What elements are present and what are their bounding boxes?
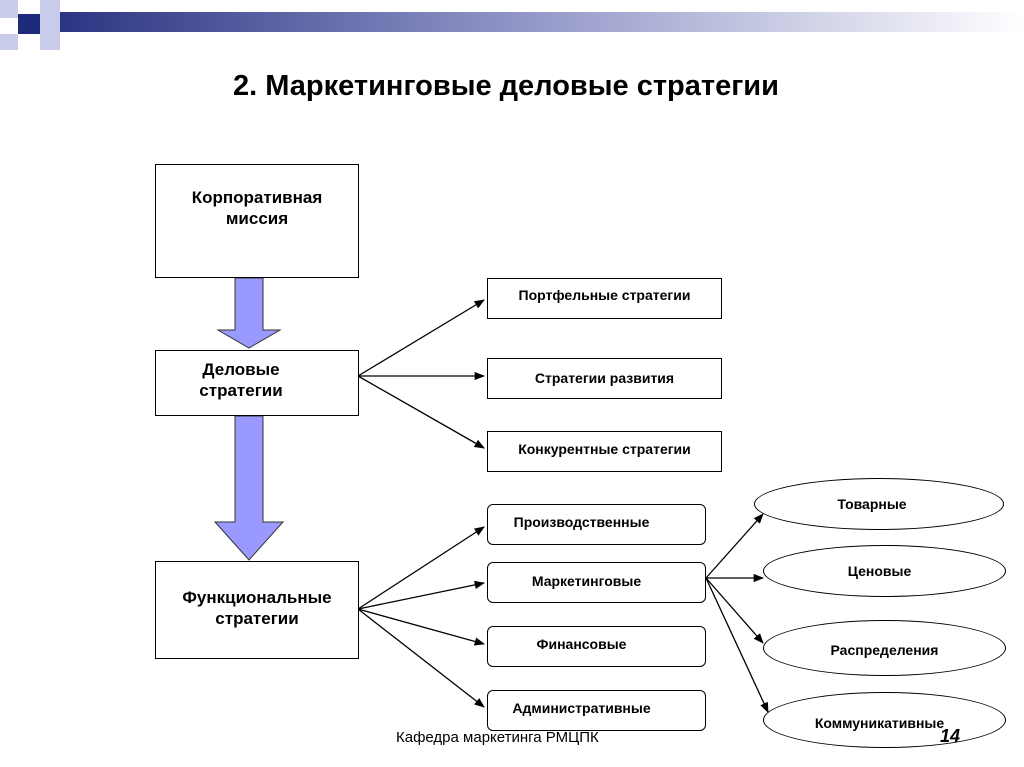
production-box: Производственные bbox=[487, 504, 706, 545]
financial-box: Финансовые bbox=[487, 626, 706, 667]
arrow-to-production bbox=[357, 526, 485, 610]
page-number: 14 bbox=[940, 726, 961, 746]
marketing-box: Маркетинговые bbox=[487, 562, 706, 603]
footer-text: Кафедра маркетинга РМЦПК bbox=[396, 729, 599, 746]
communication-ellipse: Коммуникативные bbox=[763, 692, 1006, 748]
development-strategies-box: Стратегии развития bbox=[487, 358, 722, 399]
arrow-to-portfolio bbox=[357, 299, 485, 377]
administrative-box: Административные bbox=[487, 690, 706, 731]
block-arrow-mission-to-business bbox=[216, 277, 282, 349]
price-ellipse: Ценовые bbox=[763, 545, 1006, 597]
arrow-to-product bbox=[705, 513, 764, 579]
distribution-ellipse: Распределения bbox=[763, 620, 1006, 676]
block-arrow-business-to-functional bbox=[213, 415, 285, 561]
functional-strategies-box: Функциональные стратегии bbox=[155, 561, 359, 659]
competitive-strategies-box: Конкурентные стратегии bbox=[487, 431, 722, 472]
arrow-to-distribution bbox=[705, 577, 764, 644]
arrow-to-administrative bbox=[357, 608, 485, 708]
arrow-to-competitive bbox=[357, 375, 485, 449]
arrow-to-financial bbox=[357, 608, 486, 646]
header-banner bbox=[0, 0, 1024, 50]
business-strategies-box: Деловые стратегии bbox=[155, 350, 359, 416]
arrow-to-marketing bbox=[357, 580, 486, 610]
portfolio-strategies-box: Портфельные стратегии bbox=[487, 278, 722, 319]
arrow-to-communication bbox=[705, 577, 769, 713]
page-title: 2. Маркетинговые деловые стратегии bbox=[233, 70, 779, 102]
product-ellipse: Товарные bbox=[754, 478, 1004, 530]
corporate-mission-box: Корпоративная миссия bbox=[155, 164, 359, 278]
